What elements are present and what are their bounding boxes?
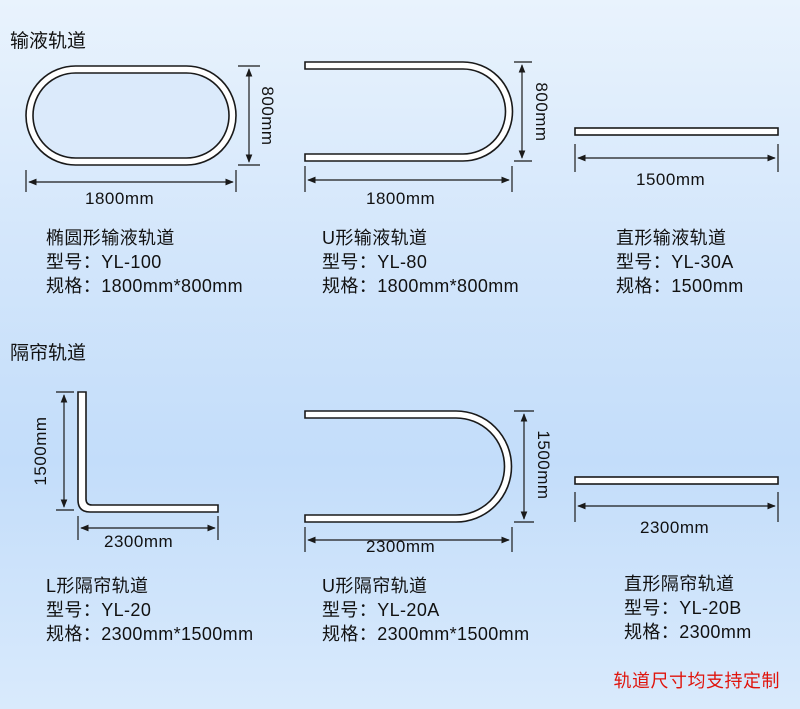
straight-curtain-width-label: 2300mm bbox=[640, 518, 710, 537]
straight-curtain-track-drawing bbox=[574, 476, 779, 485]
straight-infusion-track-info: 直形输液轨道 型号：YL-30A 规格：1500mm bbox=[616, 226, 744, 298]
straight-curtain-width-dimension bbox=[574, 492, 779, 522]
l-curtain-track-info: L形隔帘轨道 型号：YL-20 规格：2300mm*1500mm bbox=[46, 574, 253, 646]
customization-note: 轨道尺寸均支持定制 bbox=[613, 671, 780, 691]
u-curtain-width-label: 2300mm bbox=[366, 537, 436, 556]
u-infusion-height-dimension bbox=[514, 61, 532, 162]
oval-track-model: 型号：YL-100 bbox=[46, 252, 162, 272]
l-curtain-height-label: 1500mm bbox=[31, 416, 50, 486]
u-infusion-width-dimension bbox=[304, 166, 513, 192]
u-infusion-width-label: 1800mm bbox=[366, 189, 436, 208]
straight-curtain-track-name: 直形隔帘轨道 bbox=[624, 574, 735, 594]
l-curtain-height-dimension bbox=[56, 391, 74, 511]
u-curtain-track-info: U形隔帘轨道 型号：YL-20A 规格：2300mm*1500mm bbox=[322, 574, 529, 646]
u-infusion-track-model: 型号：YL-80 bbox=[322, 252, 428, 272]
u-infusion-track-spec: 规格：1800mm*800mm bbox=[322, 276, 520, 296]
l-curtain-width-label: 2300mm bbox=[104, 532, 174, 551]
u-infusion-track-drawing bbox=[304, 61, 514, 162]
section-title-curtain: 隔帘轨道 bbox=[10, 343, 87, 364]
straight-curtain-track-info: 直形隔帘轨道 型号：YL-20B 规格：2300mm bbox=[624, 572, 752, 644]
u-curtain-track-drawing bbox=[304, 410, 513, 523]
straight-infusion-width-label: 1500mm bbox=[636, 170, 706, 189]
oval-track-drawing bbox=[25, 65, 237, 166]
l-curtain-track-model: 型号：YL-20 bbox=[46, 600, 152, 620]
oval-height-label: 800mm bbox=[258, 86, 277, 146]
u-infusion-height-label: 800mm bbox=[532, 82, 551, 142]
u-curtain-track-spec: 规格：2300mm*1500mm bbox=[322, 624, 530, 644]
straight-infusion-track-model: 型号：YL-30A bbox=[616, 252, 734, 272]
u-curtain-height-dimension bbox=[514, 410, 534, 523]
l-curtain-track-name: L形隔帘轨道 bbox=[46, 576, 149, 596]
u-curtain-width-dimension bbox=[304, 527, 513, 552]
oval-width-dimension bbox=[25, 170, 237, 192]
u-curtain-track-model: 型号：YL-20A bbox=[322, 600, 440, 620]
oval-track-name: 椭圆形输液轨道 bbox=[46, 228, 175, 248]
straight-infusion-track-drawing bbox=[574, 127, 779, 136]
straight-infusion-width-dimension bbox=[574, 144, 779, 172]
l-curtain-width-dimension bbox=[77, 516, 219, 540]
straight-curtain-track-spec: 规格：2300mm bbox=[624, 622, 752, 642]
straight-curtain-track-model: 型号：YL-20B bbox=[624, 598, 742, 618]
oval-width-label: 1800mm bbox=[85, 189, 155, 208]
straight-infusion-track-name: 直形输液轨道 bbox=[616, 228, 727, 248]
u-curtain-height-label: 1500mm bbox=[534, 430, 553, 500]
u-infusion-track-name: U形输液轨道 bbox=[322, 228, 428, 248]
l-curtain-track-spec: 规格：2300mm*1500mm bbox=[46, 624, 254, 644]
section-title-infusion: 输液轨道 bbox=[10, 31, 87, 52]
oval-track-info: 椭圆形输液轨道 型号：YL-100 规格：1800mm*800mm bbox=[46, 226, 243, 298]
l-curtain-track-drawing bbox=[77, 391, 219, 513]
oval-height-dimension bbox=[238, 65, 260, 166]
oval-track-spec: 规格：1800mm*800mm bbox=[46, 276, 244, 296]
u-curtain-track-name: U形隔帘轨道 bbox=[322, 576, 428, 596]
u-infusion-track-info: U形输液轨道 型号：YL-80 规格：1800mm*800mm bbox=[322, 226, 519, 298]
straight-infusion-track-spec: 规格：1500mm bbox=[616, 276, 744, 296]
